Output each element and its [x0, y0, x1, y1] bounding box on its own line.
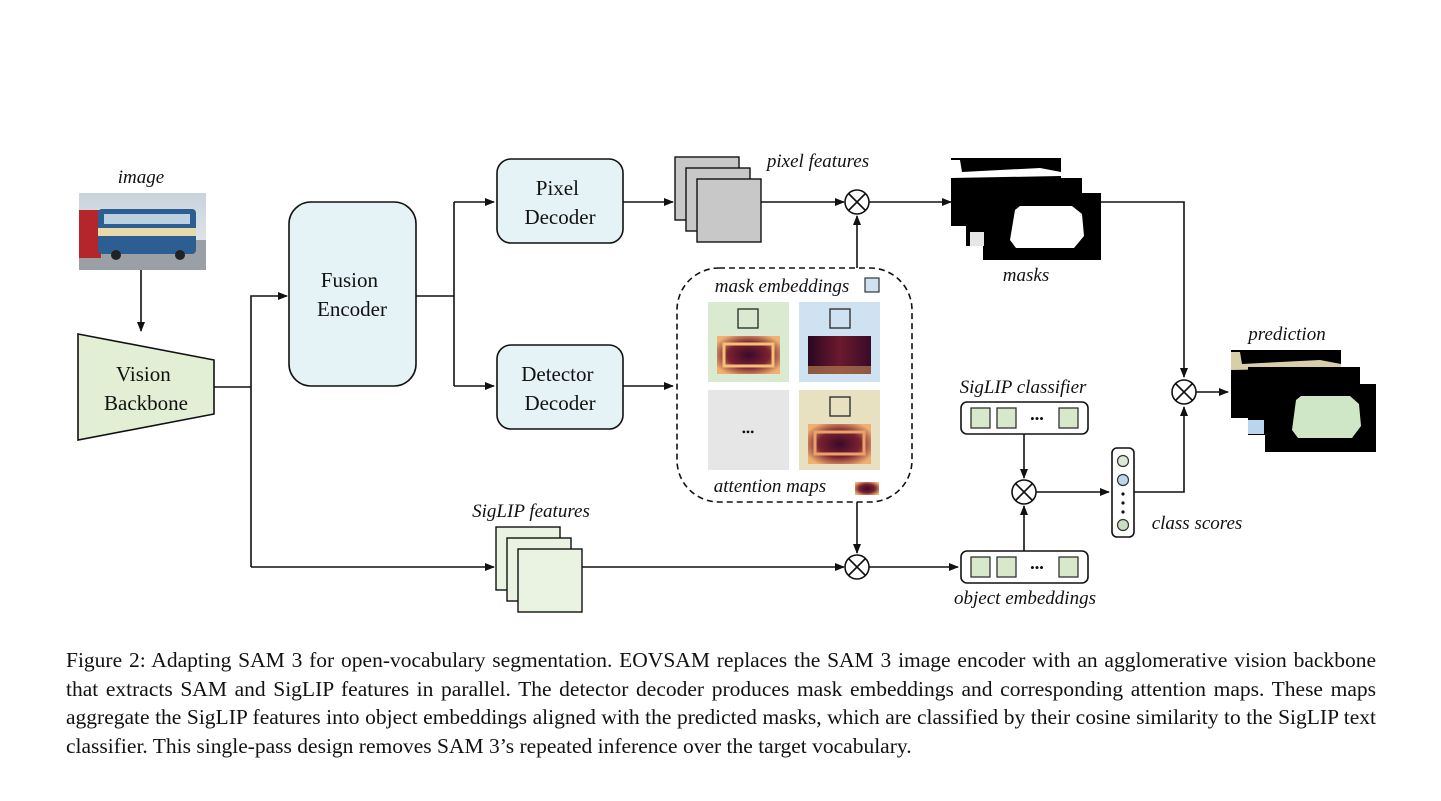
class-scores-label: class scores [1152, 513, 1243, 534]
architecture-diagram: image Vision Backbone Fusion Encoder Pix… [77, 151, 1376, 613]
prediction-label: prediction [1246, 324, 1325, 345]
vision-backbone-label-1: Vision [116, 362, 171, 386]
masks-label: masks [1003, 265, 1049, 286]
attention-maps-label: attention maps [714, 476, 826, 497]
fusion-encoder-label-2: Encoder [317, 297, 387, 321]
mask-embedding-legend-square [864, 277, 880, 293]
detector-decoder-block [496, 344, 624, 430]
siglip-classifier-ellipsis: ••• [1030, 411, 1044, 426]
pixel-decoder-block [496, 158, 624, 244]
figure-caption: Figure 2: Adapting SAM 3 for open-vocabu… [66, 648, 1376, 758]
multiply-node-prediction [1171, 379, 1197, 405]
attention-tile-4 [799, 390, 880, 470]
vision-backbone-label-2: Backbone [104, 391, 188, 415]
fusion-encoder-label-1: Fusion [321, 268, 379, 292]
pixel-features-label: pixel features [765, 151, 869, 172]
attention-tile-1 [708, 302, 789, 382]
detector-decoder-label-1: Detector [521, 362, 593, 386]
siglip-features-stack [495, 526, 583, 613]
attention-map-legend-thumb [855, 482, 879, 495]
pixel-decoder-label-2: Decoder [524, 205, 595, 229]
svg-text:Fusion Encoder: Fusion Encoder [317, 268, 387, 321]
svg-text:Vision Backbone: Vision Backbone [104, 362, 188, 415]
siglip-classifier-label: SigLIP classifier [960, 377, 1087, 398]
mask-embeddings-label: mask embeddings [715, 276, 850, 297]
attention-tile-2 [799, 302, 880, 382]
mask-attention-group [676, 267, 913, 503]
multiply-node-classifier [1011, 479, 1037, 505]
detector-decoder-label-2: Decoder [524, 391, 595, 415]
object-embeddings-ellipsis: ••• [1030, 560, 1044, 575]
attention-tile-ellipsis [708, 390, 789, 470]
svg-text:Detector Decoder: Detector Decoder [521, 362, 599, 415]
multiply-node-siglip [844, 554, 870, 580]
multiply-node-pixel [844, 189, 870, 215]
siglip-classifier-vector [960, 401, 1089, 435]
pixel-features-stack [674, 156, 762, 243]
object-embeddings-vector [960, 550, 1089, 584]
vision-backbone-block [77, 333, 215, 441]
prediction-stack [1231, 350, 1376, 452]
masks-stack [951, 158, 1101, 260]
image-label: image [118, 167, 164, 188]
input-image-thumbnail [79, 193, 206, 270]
svg-text:Pixel Decoder: Pixel Decoder [524, 176, 595, 229]
object-embeddings-label: object embeddings [954, 588, 1096, 609]
pixel-decoder-label-1: Pixel [536, 176, 579, 200]
attention-tile-ellipsis-text: ••• [742, 425, 755, 439]
siglip-features-label: SigLIP features [472, 501, 590, 522]
class-scores-vector [1111, 447, 1135, 538]
fusion-encoder-block [288, 201, 417, 387]
